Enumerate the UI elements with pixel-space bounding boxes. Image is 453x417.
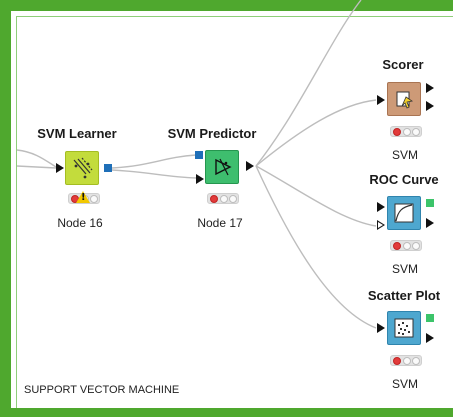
connection-predictor-scatter[interactable] xyxy=(255,165,377,329)
accuracy-out-port[interactable] xyxy=(426,101,434,111)
node-title: ROC Curve xyxy=(369,172,439,187)
scatter-plot-icon[interactable] xyxy=(387,311,421,345)
annotation-text[interactable]: SUPPORT VECTOR MACHINE xyxy=(24,384,180,396)
data-in-port[interactable] xyxy=(56,163,64,173)
node-title: SVM Learner xyxy=(37,126,117,141)
connection-predictor-scorer[interactable] xyxy=(255,99,377,167)
connection-input-top[interactable] xyxy=(16,149,57,168)
model-in-port[interactable] xyxy=(195,151,203,159)
node-label[interactable]: SVM xyxy=(391,377,418,391)
connection-predictor-top[interactable] xyxy=(255,0,362,167)
node-label[interactable]: SVM xyxy=(391,262,418,276)
warning-icon[interactable] xyxy=(76,191,90,203)
node-label[interactable]: Node 16 xyxy=(57,216,103,230)
scorer-icon[interactable] xyxy=(387,82,421,116)
confusion-matrix-out-port[interactable] xyxy=(426,83,434,93)
predictor-icon[interactable] xyxy=(205,150,239,184)
data-in-port[interactable] xyxy=(196,174,204,184)
data-in-port[interactable] xyxy=(377,202,385,212)
svm-learner-icon[interactable] xyxy=(65,151,99,185)
connection-input-bottom[interactable] xyxy=(16,165,57,169)
connection-learner-predictor-data[interactable] xyxy=(111,169,197,179)
connection-predictor-roc[interactable] xyxy=(255,165,377,227)
status-traffic-light xyxy=(390,240,422,251)
data-in-port[interactable] xyxy=(377,323,385,333)
annotation-box[interactable] xyxy=(16,16,453,408)
node-title: Scorer xyxy=(382,57,424,72)
data-out-port[interactable] xyxy=(426,333,434,343)
data-out-port[interactable] xyxy=(426,218,434,228)
image-out-port[interactable] xyxy=(426,314,434,322)
image-out-port[interactable] xyxy=(426,199,434,207)
node-label[interactable]: Node 17 xyxy=(197,216,243,230)
data-in-port[interactable] xyxy=(377,95,385,105)
data-out-port[interactable] xyxy=(246,161,254,171)
model-out-port[interactable] xyxy=(104,164,112,172)
optional-in-port[interactable] xyxy=(377,220,385,230)
status-traffic-light xyxy=(390,355,422,366)
status-traffic-light xyxy=(390,126,422,137)
status-traffic-light xyxy=(207,193,239,204)
node-title: SVM Predictor xyxy=(167,126,257,141)
connection-learner-predictor-model[interactable] xyxy=(111,154,197,169)
node-title: Scatter Plot xyxy=(367,288,441,303)
roc-curve-icon[interactable] xyxy=(387,196,421,230)
node-label[interactable]: SVM xyxy=(391,148,418,162)
